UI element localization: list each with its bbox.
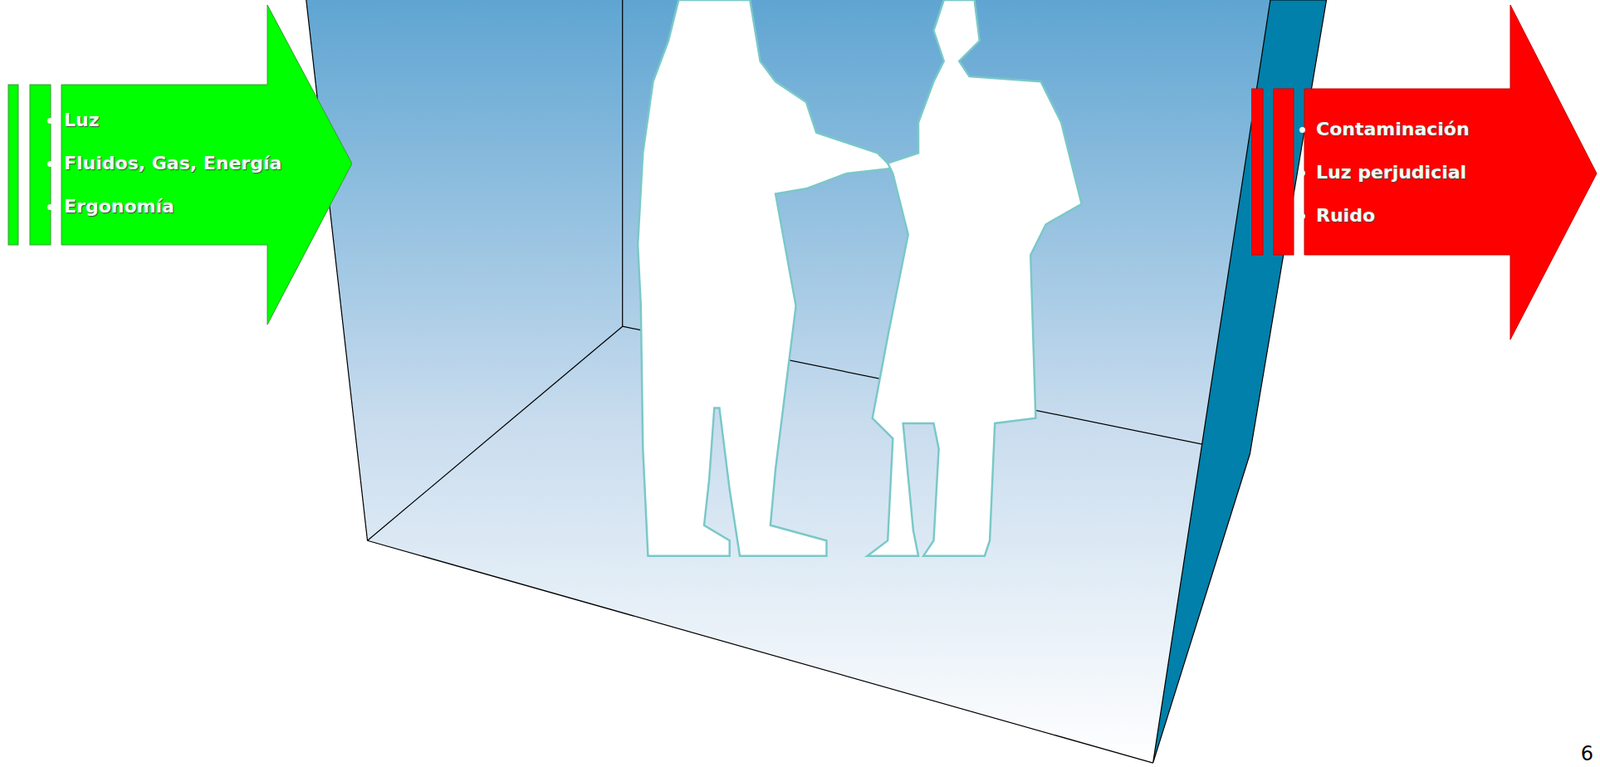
- bullet-item: Luz perjudicial: [1316, 151, 1470, 195]
- arrow-bar: [1251, 88, 1263, 255]
- arrow-body: [1304, 4, 1597, 340]
- output-arrow: ContaminaciónLuz perjudicialRuido: [1251, 0, 1600, 340]
- bullet-item: Ruido: [1316, 194, 1470, 238]
- bullet-item: Ergonomía: [63, 185, 282, 229]
- bullet-item: Contaminación: [1316, 107, 1470, 152]
- woman-silhouette: [867, 0, 1082, 557]
- bullet-item: Fluidos, Gas, Energía: [63, 141, 282, 186]
- arrow-bar: [8, 84, 19, 245]
- right-wall: [1153, 0, 1327, 764]
- room-volume: [306, 0, 1271, 764]
- bullet-item: Luz: [63, 98, 282, 142]
- input-arrow: LuzFluidos, Gas, EnergíaErgonomía: [0, 0, 353, 325]
- bullet-list: LuzFluidos, Gas, EnergíaErgonomía: [63, 98, 282, 229]
- man-silhouette: [637, 0, 893, 557]
- arrow-body: [61, 4, 353, 325]
- arrow-bar: [29, 84, 51, 245]
- room-edges: [306, 0, 1251, 764]
- page-number: 6: [1580, 742, 1594, 766]
- arrow-bar: [1273, 88, 1294, 255]
- bullet-list: ContaminaciónLuz perjudicialRuido: [1316, 107, 1470, 238]
